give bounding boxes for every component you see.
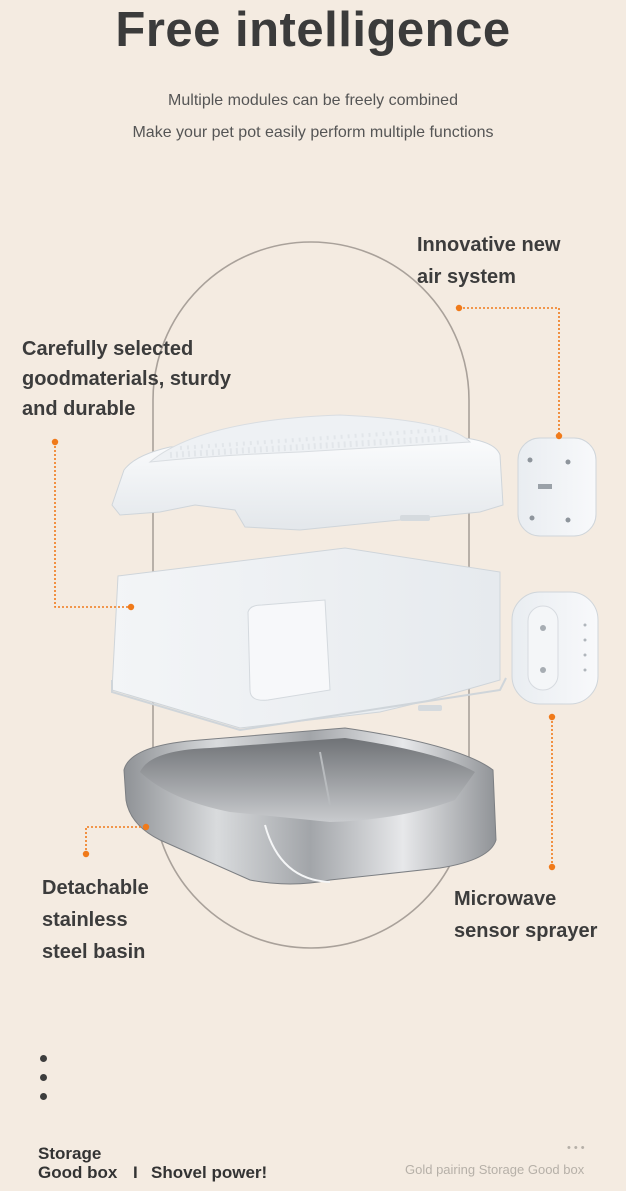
footer-brand: Storage Good box xyxy=(38,1144,118,1182)
callout-line-air xyxy=(459,307,560,436)
callout-basin: Detachable stainless steel basin xyxy=(42,877,149,963)
decor-dot-2 xyxy=(40,1074,47,1081)
lid-shape xyxy=(111,414,504,531)
decor-dot-3 xyxy=(40,1093,47,1100)
footer-slogan: Shovel power! xyxy=(151,1163,268,1182)
page-title: Free intelligence xyxy=(115,3,511,57)
subtitle-line-2: Make your pet pot easily perform multipl… xyxy=(132,124,494,141)
steel-basin-shape xyxy=(123,727,497,885)
footer-right-dots: ••• xyxy=(567,1142,588,1154)
box-shape xyxy=(111,547,507,732)
callout-materials: Carefully selected goodmaterials, sturdy… xyxy=(22,338,231,420)
callout-air-system: Innovative new air system xyxy=(417,234,561,288)
decor-dot-1 xyxy=(40,1055,47,1062)
sprayer-module-shape xyxy=(511,591,599,705)
callout-line-basin xyxy=(85,826,146,854)
footer-separator: I xyxy=(133,1163,138,1182)
callout-dots xyxy=(51,304,563,871)
callout-sprayer: Microwave sensor sprayer xyxy=(454,888,598,942)
footer-right-text: Gold pairing Storage Good box xyxy=(405,1162,585,1177)
subtitle-line-1: Multiple modules can be freely combined xyxy=(168,92,458,109)
air-module-shape xyxy=(517,437,597,537)
callout-line-materials xyxy=(54,442,130,608)
callout-lines xyxy=(54,307,560,867)
